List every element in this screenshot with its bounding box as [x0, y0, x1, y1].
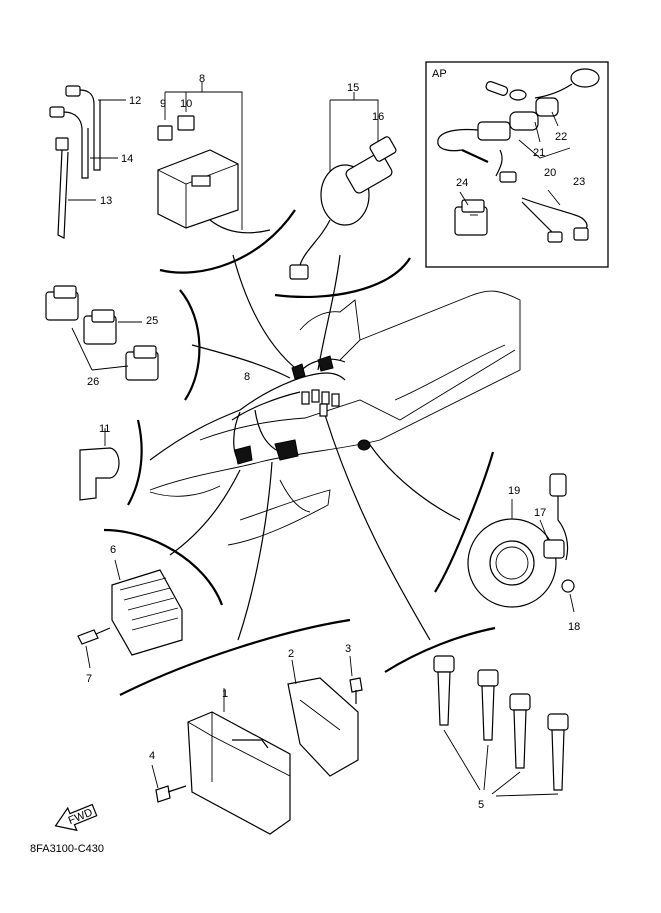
ap-inset-box: AP	[425, 61, 609, 268]
part-17-sensor	[539, 473, 575, 613]
drawing-code: 8FA3100-C430	[30, 843, 104, 855]
part-3-bolt	[349, 655, 363, 704]
ap-box-label: AP	[432, 68, 447, 80]
callout-24: 24	[456, 177, 468, 189]
callout-18: 18	[568, 621, 580, 633]
part-19-rotor	[467, 499, 557, 608]
callout-16: 16	[372, 111, 384, 123]
callout-10: 10	[180, 98, 192, 110]
fuse-box-group	[157, 82, 271, 234]
fwd-label: FWD	[67, 807, 95, 828]
callout-19: 19	[508, 485, 520, 497]
callout-20: 20	[544, 167, 556, 179]
callout-2: 2	[288, 648, 294, 660]
callout-arcs	[103, 209, 496, 696]
callout-11: 11	[99, 423, 110, 435]
callout-3: 3	[345, 643, 351, 655]
callout-7: 7	[86, 673, 92, 685]
callout-1: 1	[222, 688, 228, 700]
key-switch-assembly	[437, 68, 600, 183]
part-24-cap	[454, 199, 488, 236]
callout-14: 14	[121, 153, 133, 165]
callout-22: 22	[555, 131, 567, 143]
part-23-lead	[521, 197, 589, 243]
part-1-ecu	[187, 688, 291, 835]
callout-17: 17	[534, 507, 546, 519]
part-25-26-caps	[45, 285, 159, 381]
part-6-rectifier	[77, 559, 183, 669]
callout-21: 21	[533, 147, 545, 159]
callout-numbers: 1 2 3 4 5 6 7 8 8 9 10 11 12 13 14 15 16…	[86, 73, 585, 811]
forward-direction-marker: FWD	[54, 803, 98, 832]
callout-15: 15	[347, 82, 359, 94]
part-2-bracket	[232, 659, 359, 777]
leader-curves	[149, 254, 461, 641]
callout-5: 5	[478, 799, 484, 811]
callout-13: 13	[100, 195, 112, 207]
ignition-coil-group	[289, 92, 397, 280]
callout-4: 4	[149, 750, 155, 762]
callout-26: 26	[87, 376, 99, 388]
part-4-bolt	[151, 764, 187, 803]
main-wire-harness	[231, 355, 371, 465]
part-5-plug-caps	[433, 655, 569, 797]
callout-8-harness: 8	[244, 371, 250, 383]
callout-25: 25	[146, 315, 158, 327]
callout-23: 23	[573, 176, 585, 188]
callout-12: 12	[129, 95, 141, 107]
vehicle-body	[149, 290, 521, 546]
callout-8-top: 8	[199, 73, 205, 85]
cable-ties-group	[49, 85, 126, 239]
callout-9: 9	[160, 98, 166, 110]
callout-6: 6	[110, 544, 116, 556]
part-11-bracket	[79, 428, 120, 501]
